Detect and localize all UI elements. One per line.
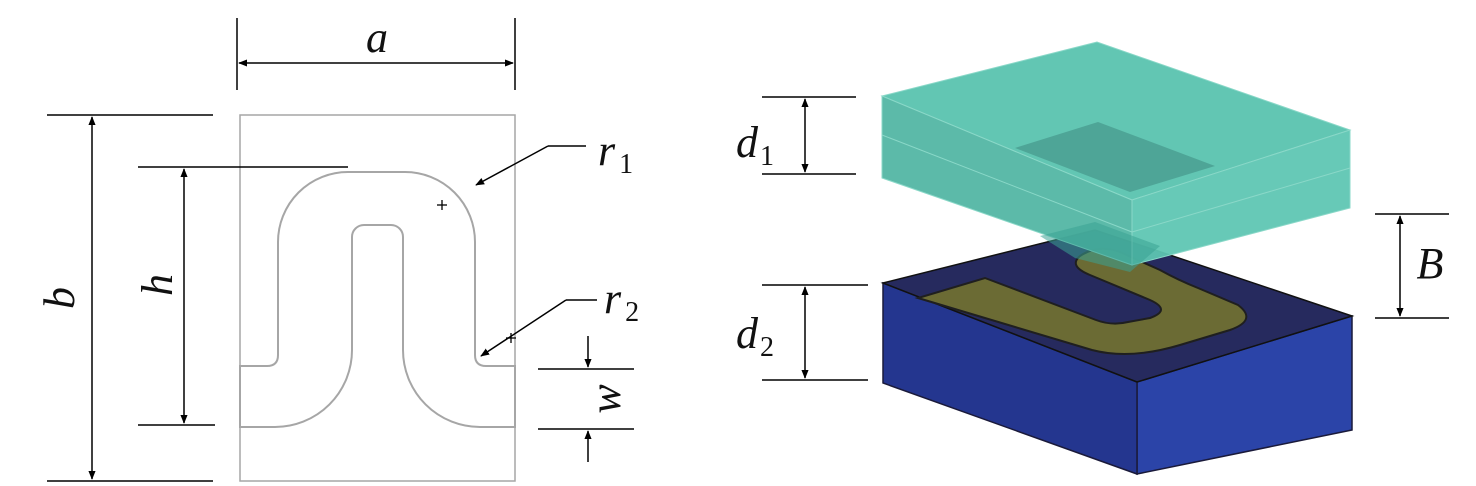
- dimension-w: [538, 336, 634, 462]
- top-block-edge-line: [881, 134, 1133, 233]
- top-block: [880, 41, 1352, 272]
- substrate-block: [880, 229, 1355, 476]
- dimension-d2: [762, 284, 868, 381]
- leader-r1: [475, 145, 586, 186]
- label-w: w: [581, 384, 630, 414]
- dimension-a: [236, 18, 516, 90]
- dimension-b: [47, 114, 213, 482]
- label-d2: d2: [736, 309, 774, 363]
- dimension-B: [1375, 213, 1449, 319]
- label-a: a: [366, 13, 388, 62]
- trace-outline: [239, 171, 516, 428]
- top-block-edge-line-2: [1131, 167, 1351, 233]
- substrate-top-face: [880, 229, 1355, 383]
- dimension-h: [138, 166, 348, 426]
- leader-r2: [480, 299, 597, 357]
- center-mark-r1: [437, 200, 447, 210]
- top-block-inner-shade: [1015, 122, 1215, 192]
- isometric-view-diagram: d1 d2 B: [736, 41, 1449, 476]
- overlap-shadow: [1040, 222, 1160, 272]
- label-B: B: [1417, 239, 1444, 288]
- board-outline: [239, 114, 516, 482]
- label-b: b: [35, 287, 84, 309]
- label-h: h: [133, 274, 182, 296]
- dimension-d1: [762, 96, 856, 175]
- label-d1: d1: [736, 118, 774, 172]
